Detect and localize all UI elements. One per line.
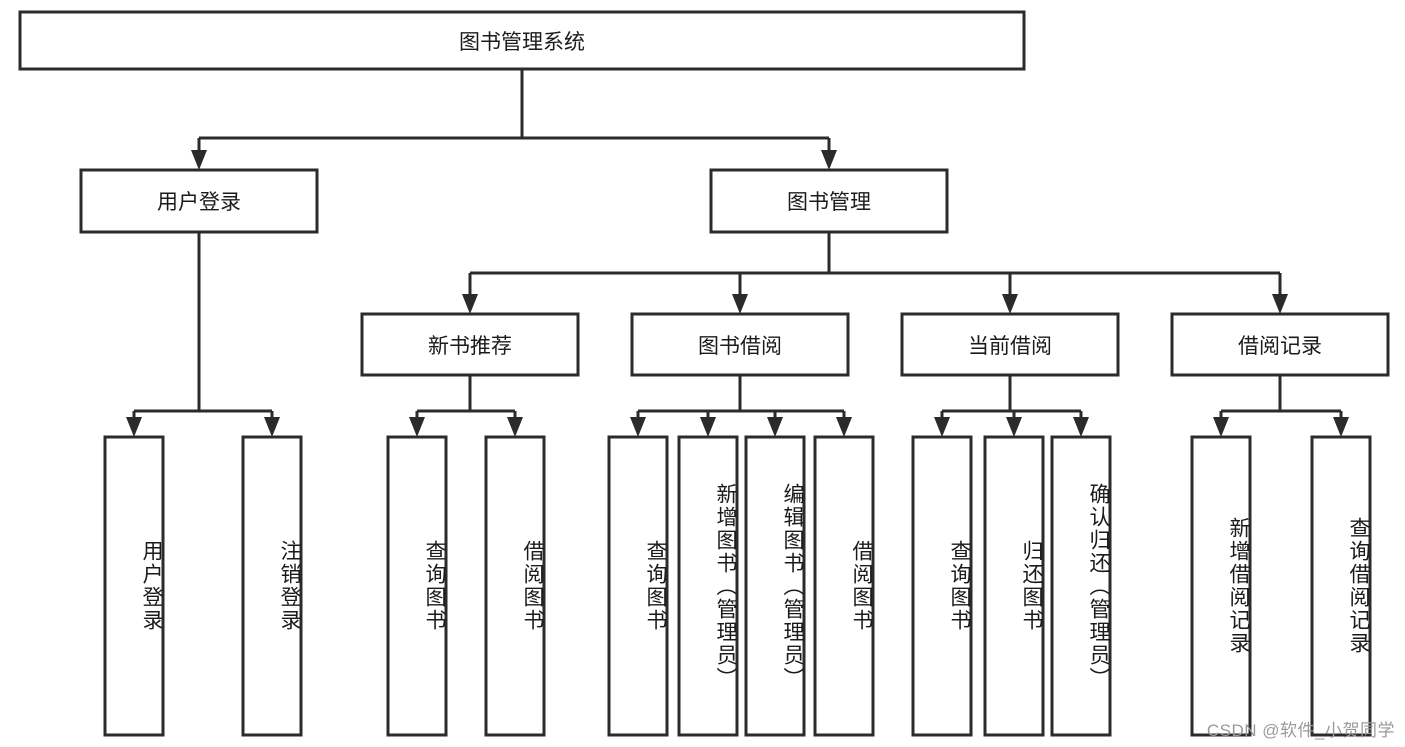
arrow-head-icon [1272,294,1288,314]
leaf-box[interactable] [607,435,669,737]
arrow-head-icon [1006,417,1022,437]
leaf-box[interactable] [103,435,165,737]
level3-box[interactable] [630,312,850,377]
leaf-box[interactable] [677,435,739,737]
arrow-head-icon [821,150,837,170]
leaf-box[interactable] [1310,435,1372,737]
leaf-box[interactable] [484,435,546,737]
leaf-box[interactable] [744,435,806,737]
leaf-box[interactable] [241,435,303,737]
arrow-head-icon [700,417,716,437]
arrow-head-icon [732,294,748,314]
arrow-head-icon [630,417,646,437]
arrow-head-icon [462,294,478,314]
boxes-layer [18,10,1390,737]
arrow-head-icon [191,150,207,170]
level3-box[interactable] [360,312,580,377]
arrow-head-icon [1333,417,1349,437]
leaf-box[interactable] [1190,435,1252,737]
root-box[interactable] [18,10,1026,71]
arrow-head-icon [126,417,142,437]
arrow-head-icon [1213,417,1229,437]
arrow-head-icon [1073,417,1089,437]
arrow-head-icon [1002,294,1018,314]
leaf-box[interactable] [911,435,973,737]
arrow-head-icon [934,417,950,437]
leaf-box[interactable] [813,435,875,737]
leaf-box[interactable] [983,435,1045,737]
level2-box[interactable] [709,168,949,234]
level3-box[interactable] [900,312,1120,377]
connectors-layer [126,69,1349,437]
arrow-head-icon [507,417,523,437]
leaf-box[interactable] [386,435,448,737]
arrow-head-icon [264,417,280,437]
level2-box[interactable] [79,168,319,234]
level3-box[interactable] [1170,312,1390,377]
arrow-head-icon [767,417,783,437]
leaf-box[interactable] [1050,435,1112,737]
arrow-head-icon [409,417,425,437]
arrow-head-icon [836,417,852,437]
